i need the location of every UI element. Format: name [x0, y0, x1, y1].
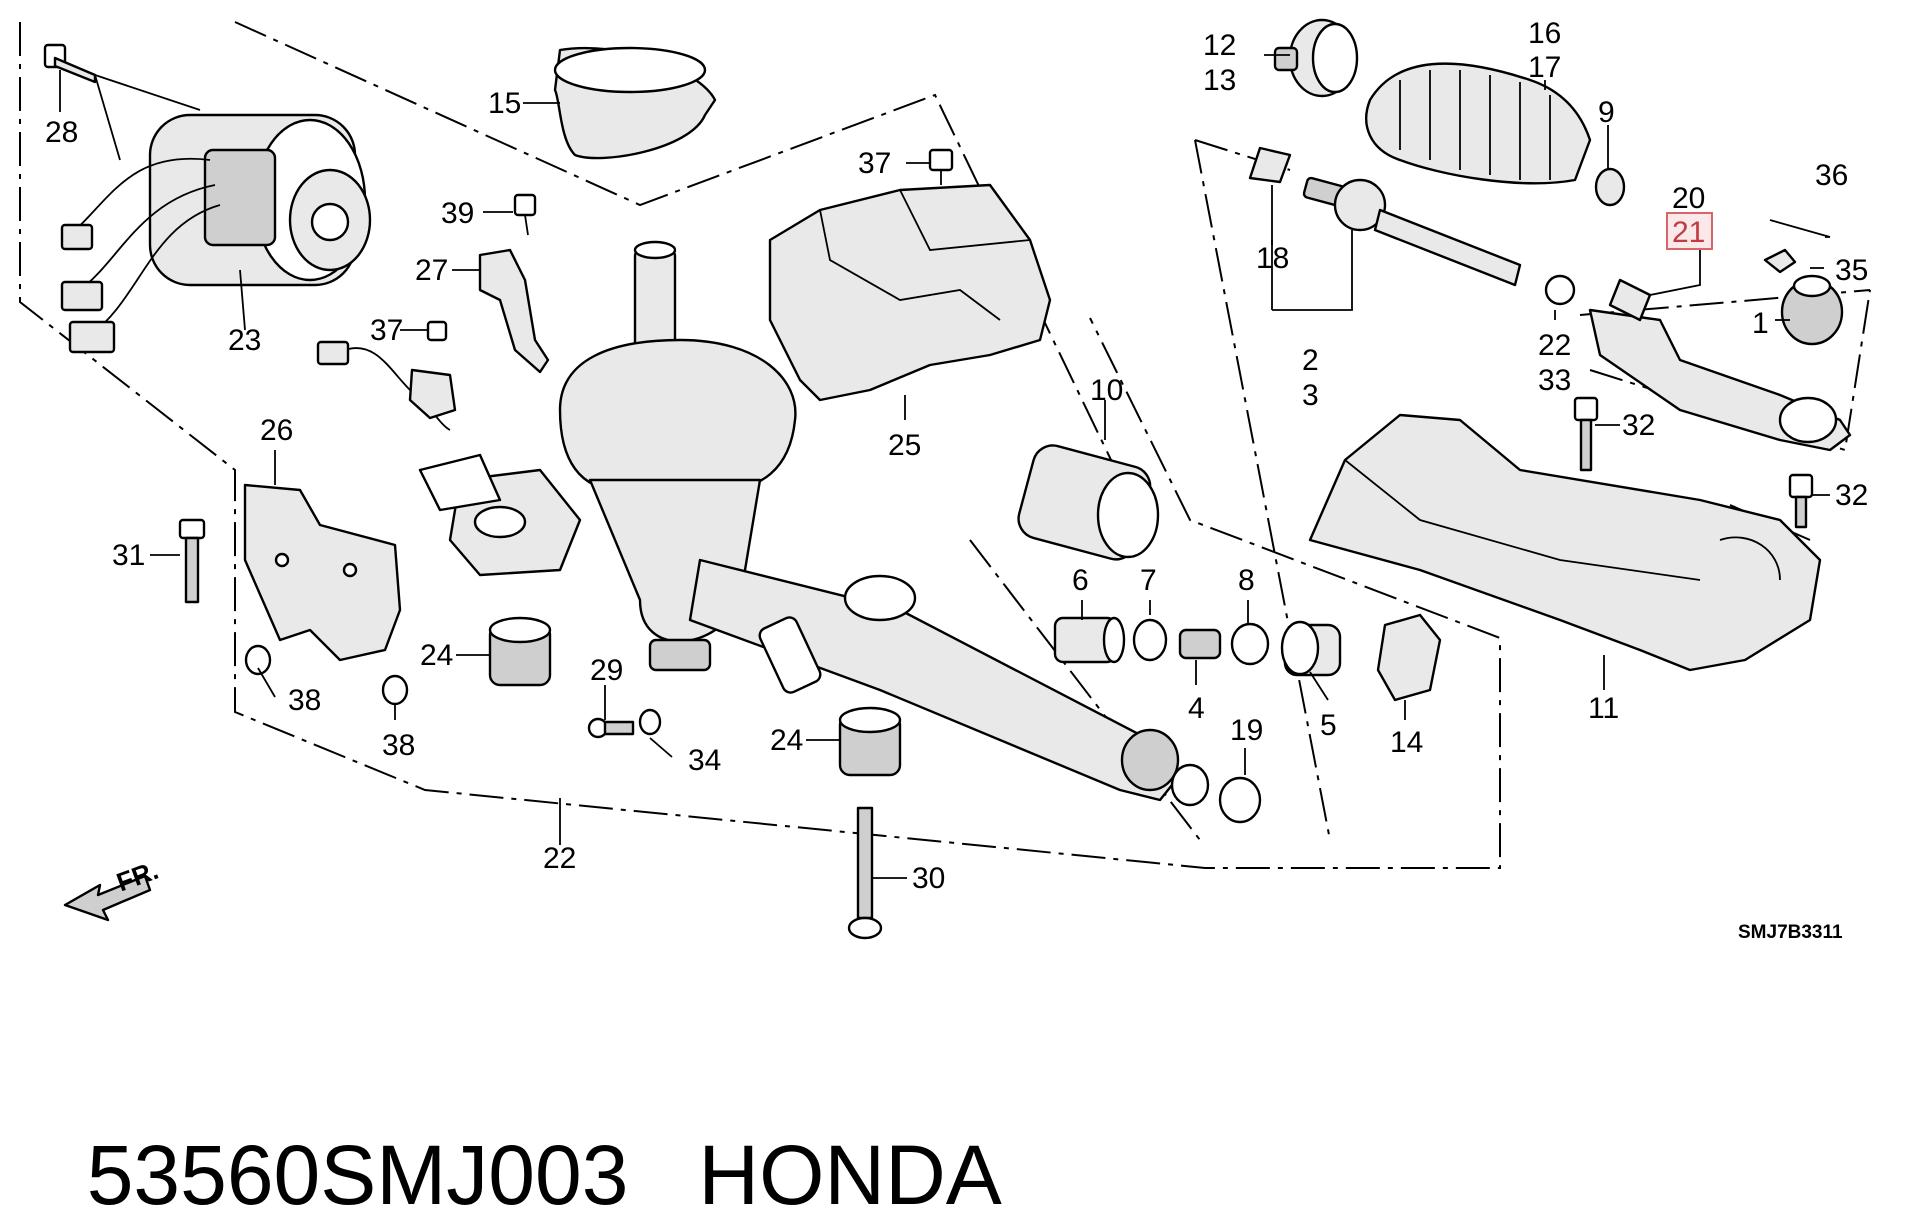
- callout-37-left: 37: [370, 314, 403, 347]
- callout-7: 7: [1140, 564, 1157, 597]
- callout-20: 20: [1672, 182, 1705, 215]
- callout-13: 13: [1203, 64, 1236, 97]
- part-number: 53560SMJ003: [86, 1128, 629, 1222]
- callout-15: 15: [488, 87, 521, 120]
- callout-21: 21: [1672, 216, 1705, 249]
- front-indicator: FR.: [113, 855, 163, 898]
- callout-9: 9: [1598, 96, 1615, 129]
- callout-23: 23: [228, 324, 261, 357]
- callout-32-lower: 32: [1835, 479, 1868, 512]
- callout-29: 29: [590, 654, 623, 687]
- callout-24-right: 24: [770, 724, 803, 757]
- callout-4: 4: [1188, 692, 1205, 725]
- rack-small-parts: [1053, 613, 1442, 824]
- callout-14: 14: [1390, 726, 1423, 759]
- callout-labels: 1 2 3 4 5 6 7 8 9 10 11 12 13 14 15 16 1…: [45, 17, 1868, 943]
- callout-16: 16: [1528, 17, 1561, 50]
- callout-6: 6: [1072, 564, 1089, 597]
- callout-18: 18: [1256, 242, 1289, 275]
- callout-26: 26: [260, 414, 293, 447]
- sleeve-10: [1017, 444, 1160, 561]
- front-arrow-icon: [63, 874, 152, 922]
- callout-25: 25: [888, 429, 921, 462]
- callout-39: 39: [441, 197, 474, 230]
- callout-3: 3: [1302, 379, 1319, 412]
- callout-35: 35: [1835, 254, 1868, 287]
- callout-5: 5: [1320, 709, 1337, 742]
- callout-10: 10: [1090, 374, 1123, 407]
- callout-11: 11: [1588, 692, 1619, 725]
- callout-38-left: 38: [288, 684, 321, 717]
- brand-name: HONDA: [698, 1128, 1002, 1222]
- motor-assembly: [43, 43, 372, 354]
- callout-8: 8: [1238, 564, 1255, 597]
- callout-24-left: 24: [420, 639, 453, 672]
- callout-37-top: 37: [858, 147, 891, 180]
- tie-rod: [1248, 146, 1576, 306]
- footer: 53560SMJ003 HONDA: [40, 1010, 1140, 1222]
- bracket-and-harness: [316, 193, 550, 431]
- callout-2: 2: [1302, 344, 1319, 377]
- bracket-26: [178, 483, 409, 706]
- callout-22-nut: 22: [1538, 329, 1571, 362]
- callout-36: 36: [1815, 159, 1848, 192]
- callout-1: 1: [1752, 307, 1769, 340]
- callout-17: 17: [1528, 51, 1561, 84]
- highlight-box: [1666, 212, 1713, 250]
- callout-33: 33: [1538, 364, 1571, 397]
- under-shield-11: [1308, 413, 1822, 672]
- callout-34: 34: [688, 744, 721, 777]
- small-fasteners: [587, 708, 883, 940]
- heat-cover: [768, 148, 1052, 402]
- diagram-code: SMJ7B3311: [1738, 922, 1843, 943]
- tie-rod-end: [1573, 219, 1852, 529]
- callout-22-gear: 22: [543, 842, 576, 875]
- callout-30: 30: [912, 862, 945, 895]
- callout-28: 28: [45, 116, 78, 149]
- mount-bushings: [488, 616, 902, 777]
- steering-gear: [418, 240, 1210, 807]
- parts-diagram: 1 2 3 4 5 6 7 8 9 10 11 12 13 14 15 16 1…: [19, 17, 1871, 943]
- callout-38-right: 38: [382, 729, 415, 762]
- callout-19: 19: [1230, 714, 1263, 747]
- boot-and-clamps: [1273, 18, 1626, 207]
- dust-seal: [553, 46, 717, 160]
- callout-31: 31: [112, 539, 145, 572]
- callout-27: 27: [415, 254, 448, 287]
- callout-12: 12: [1203, 29, 1236, 62]
- leader-lines: [59, 54, 1830, 879]
- callout-32-upper: 32: [1622, 409, 1655, 442]
